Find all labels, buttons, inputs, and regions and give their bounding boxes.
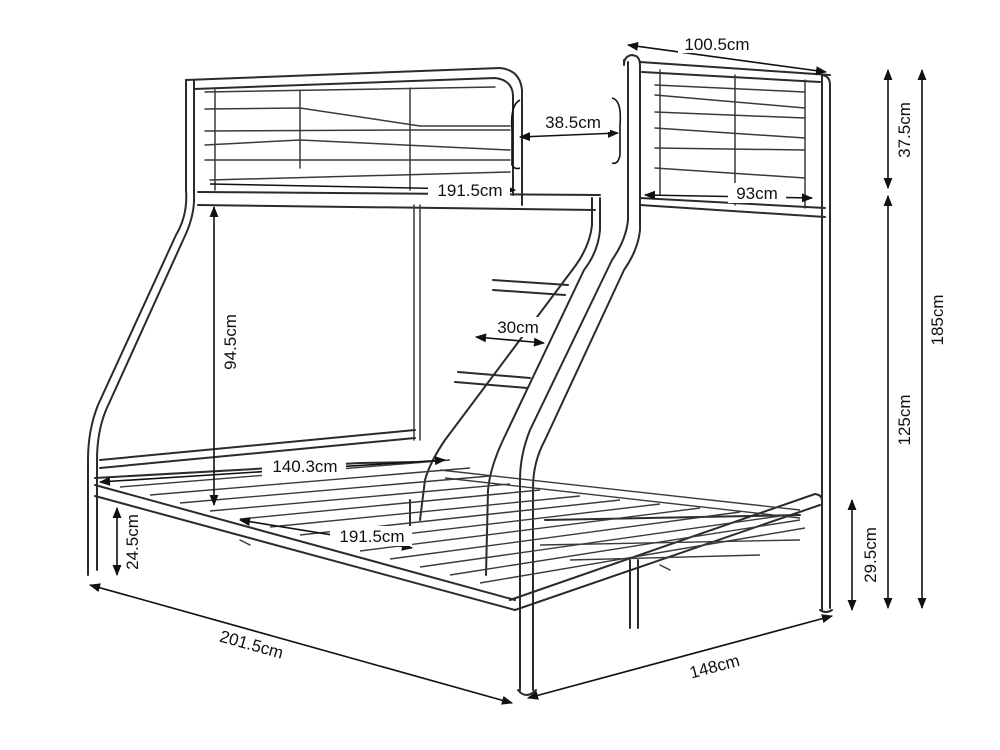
label-overall-length: 201.5cm [218, 627, 286, 663]
label-ladder-width: 30cm [497, 318, 539, 337]
label-clearance: 94.5cm [221, 314, 240, 370]
bed-frame [87, 54, 833, 696]
dimension-labels: 100.5cm 38.5cm 191.5cm 93cm 37.5cm 185cm… [123, 33, 947, 682]
label-overall-width: 148cm [687, 651, 741, 683]
label-bottom-inner-length: 191.5cm [339, 527, 404, 546]
label-total-height: 185cm [928, 294, 947, 345]
label-top-inner-length: 191.5cm [437, 181, 502, 200]
label-top-width: 100.5cm [684, 35, 749, 54]
label-bottom-deck-height-right: 29.5cm [861, 527, 880, 583]
label-bottom-width: 140.3cm [272, 457, 337, 476]
label-ladder-gap: 38.5cm [545, 113, 601, 132]
label-top-deck-height: 125cm [895, 394, 914, 445]
label-top-rail-length: 93cm [736, 184, 778, 203]
label-guard-height: 37.5cm [895, 102, 914, 158]
label-bottom-deck-height-left: 24.5cm [123, 514, 142, 570]
